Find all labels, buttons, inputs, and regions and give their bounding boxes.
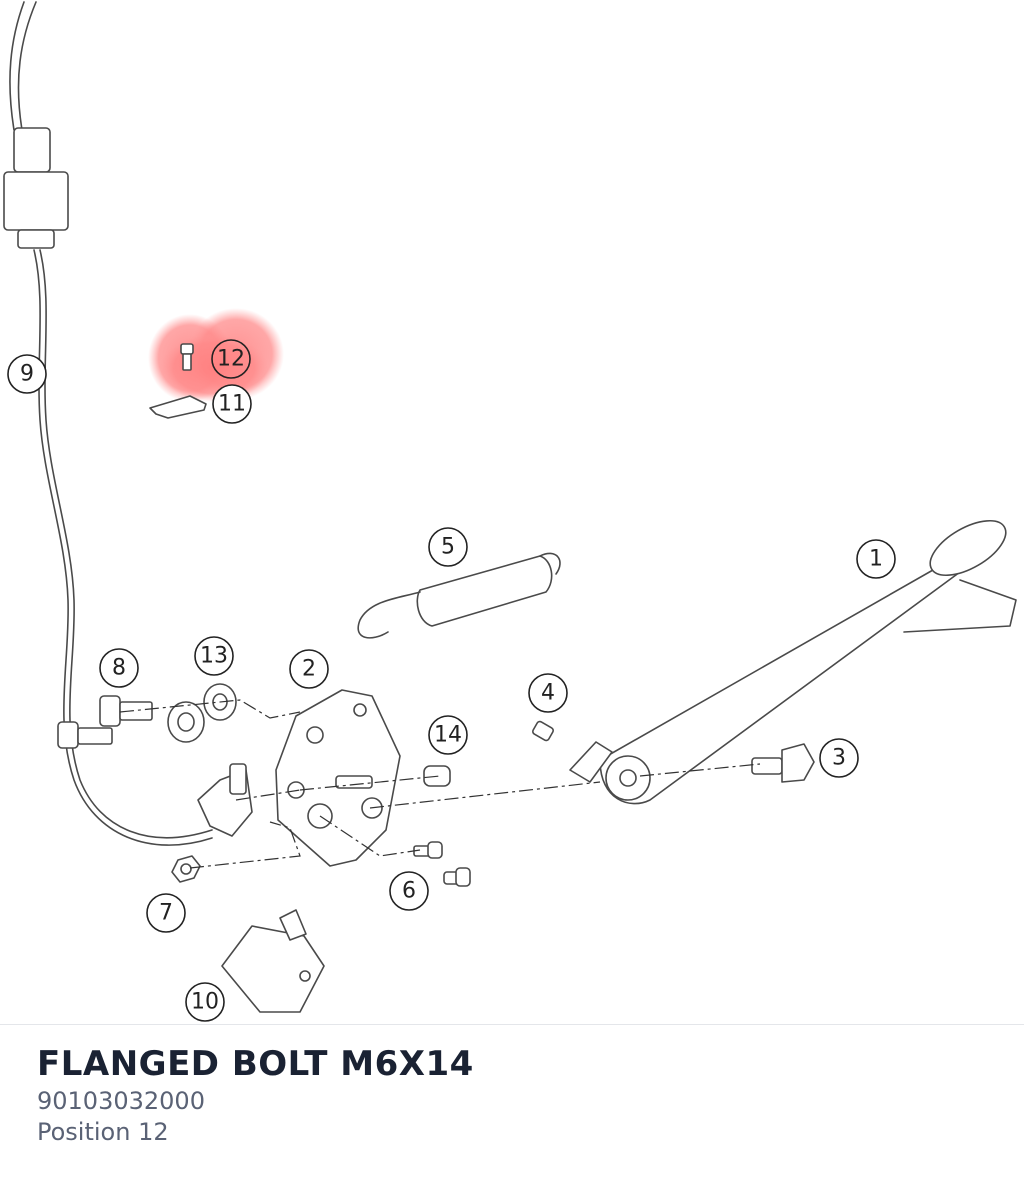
part-9-sensor-cable[interactable] bbox=[3, 1, 213, 846]
part-1-side-stand[interactable] bbox=[569, 510, 1017, 805]
callout-14[interactable]: 14 bbox=[428, 715, 468, 755]
callout-9-label: 9 bbox=[20, 362, 34, 387]
callout-4[interactable]: 4 bbox=[528, 673, 568, 713]
callout-6-label: 6 bbox=[402, 879, 416, 904]
part-name: FLANGED BOLT M6X14 bbox=[37, 1044, 474, 1084]
callout-11[interactable]: 11 bbox=[212, 384, 252, 424]
callout-7-label: 7 bbox=[159, 901, 173, 926]
callout-3[interactable]: 3 bbox=[819, 738, 859, 778]
part-info-panel: FLANGED BOLT M6X14 90103032000 Position … bbox=[37, 1042, 474, 1148]
part-8-bolt[interactable] bbox=[57, 695, 153, 749]
callout-12[interactable]: 12 bbox=[211, 339, 251, 379]
callout-8-label: 8 bbox=[112, 656, 126, 681]
part-6-screw[interactable] bbox=[413, 841, 471, 887]
callout-12-label: 12 bbox=[217, 347, 245, 372]
callout-2-label: 2 bbox=[302, 657, 316, 682]
part-5-spring[interactable] bbox=[357, 552, 561, 639]
part-4-grease-nipple[interactable] bbox=[532, 720, 555, 742]
callout-13-label: 13 bbox=[200, 644, 228, 669]
part-13-washer[interactable] bbox=[167, 683, 237, 743]
exploded-parts-diagram: 1 2 3 4 5 6 7 8 9 10 11 12 13 14 bbox=[3, 1, 1017, 1022]
part-3-pivot-bolt[interactable] bbox=[751, 743, 815, 783]
callout-13[interactable]: 13 bbox=[194, 636, 234, 676]
callout-10[interactable]: 10 bbox=[185, 982, 225, 1022]
callout-5[interactable]: 5 bbox=[428, 527, 468, 567]
callout-5-label: 5 bbox=[441, 535, 455, 560]
callout-10-label: 10 bbox=[191, 990, 219, 1015]
part-number: 90103032000 bbox=[37, 1087, 205, 1115]
callout-14-label: 14 bbox=[434, 723, 462, 748]
part-10-sensor-housing[interactable] bbox=[221, 909, 325, 1013]
callout-6[interactable]: 6 bbox=[389, 871, 429, 911]
callout-9[interactable]: 9 bbox=[7, 354, 47, 394]
callout-11-label: 11 bbox=[218, 392, 246, 417]
callout-3-label: 3 bbox=[832, 746, 846, 771]
part-position: Position 12 bbox=[37, 1118, 169, 1146]
callout-4-label: 4 bbox=[541, 681, 555, 706]
callout-8[interactable]: 8 bbox=[99, 648, 139, 688]
part-12-flanged-bolt[interactable] bbox=[180, 343, 194, 371]
assembly-lines bbox=[119, 699, 761, 869]
side-stand-sensor[interactable] bbox=[197, 763, 253, 837]
callout-2[interactable]: 2 bbox=[289, 649, 329, 689]
section-divider bbox=[0, 1024, 1024, 1025]
selection-highlight bbox=[148, 308, 284, 402]
part-11-clip[interactable] bbox=[149, 395, 207, 419]
callout-1[interactable]: 1 bbox=[856, 539, 896, 579]
part-7-nut[interactable] bbox=[171, 855, 201, 883]
callout-1-label: 1 bbox=[869, 547, 883, 572]
callout-7[interactable]: 7 bbox=[146, 893, 186, 933]
